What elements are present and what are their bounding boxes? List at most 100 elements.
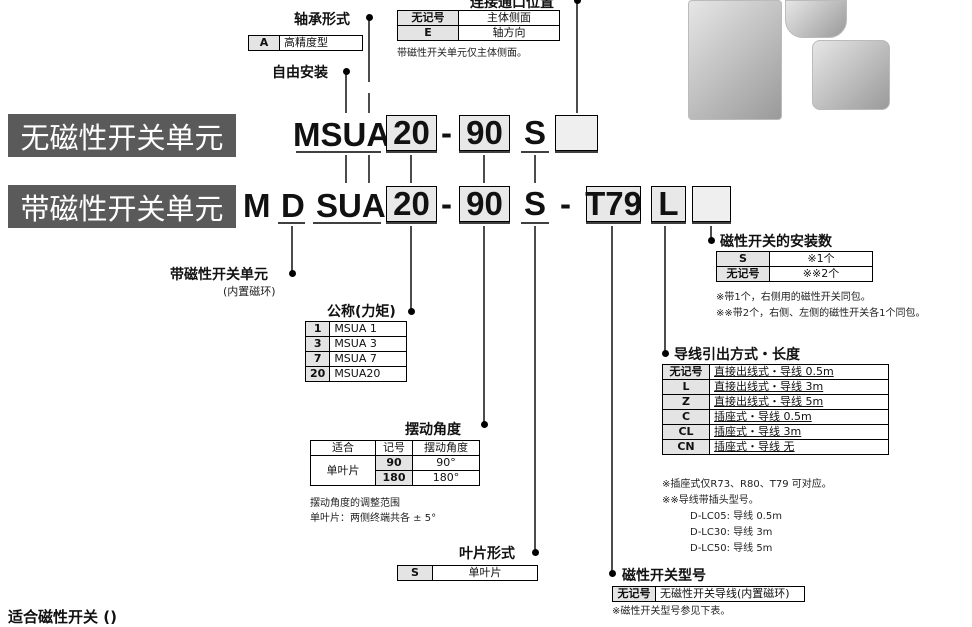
lead-note-1: ※插座式仅R73、R80、T79 可对应。 (662, 479, 832, 490)
rotation-head-2: 摆动角度 (412, 440, 480, 456)
rotation-title: 摆动角度 (405, 422, 461, 438)
rotation-note-2: 单叶片：两侧终端共各 ± 5° (310, 513, 437, 524)
port-note: 带磁性开关单元仅主体侧面。 (397, 48, 527, 59)
count-dot (708, 237, 715, 244)
rotation-table: 适合 记号 摆动角度 单叶片 90 90° 180 180° (310, 440, 480, 486)
vane-dot (532, 549, 539, 556)
lead-val-1: 直接出线式・导线 3m (709, 379, 889, 395)
count-table: S※1个 无记号※※2个 (716, 251, 873, 282)
rotation-note-1: 摆动角度的调整范围 (310, 498, 400, 509)
count-note-1: ※带1个，右侧用的磁性开关同包。 (716, 292, 871, 303)
product-photo-2 (785, 0, 847, 38)
row2-m: M (243, 187, 271, 224)
rotation-head-0: 适合 (310, 440, 376, 456)
port-dot (574, 0, 581, 4)
size-key-3: 20 (304, 366, 331, 382)
bearing-dot (366, 14, 373, 21)
rotation-key-1: 180 (375, 470, 413, 486)
lead-title: 导线引出方式・长度 (674, 347, 800, 363)
bearing-title: 轴承形式 (294, 12, 350, 28)
vane-key: S (397, 565, 433, 581)
count-val-1: ※※2个 (769, 266, 873, 282)
lead-key-1: L (662, 379, 710, 395)
lead-key-5: CN (662, 439, 710, 455)
bearing-key: A (248, 35, 280, 51)
count-key-0: S (716, 251, 770, 267)
switch-type-key: 无记号 (612, 586, 656, 602)
row2-lead-box: L (651, 185, 686, 222)
size-dot (408, 308, 415, 315)
row1-angle-box: 90 (459, 114, 510, 151)
row2-count-box (692, 186, 731, 222)
row2-angle-box: 90 (459, 185, 510, 222)
lead-key-0: 无记号 (662, 364, 710, 380)
switch-type-val: 无磁性开关导线(内置磁环) (655, 586, 805, 602)
magnetic-unit-dot (289, 270, 296, 277)
row2-sua: SUA (316, 187, 386, 224)
count-title: 磁性开关的安装数 (720, 234, 832, 250)
size-title: 公称(力矩) (327, 304, 396, 320)
rotation-key-0: 90 (375, 455, 413, 471)
row2-vane-box: S (521, 185, 549, 222)
row2-switch-box: T79 (585, 185, 642, 222)
size-val-3: MSUA20 (329, 366, 408, 382)
rotation-val-1: 180° (412, 470, 480, 486)
row2-d: D (281, 187, 305, 224)
lead-val-2: 直接出线式・导线 5m (709, 394, 889, 410)
row1-dash: - (441, 114, 452, 151)
lead-connector-1: D-LC30: 导线 3m (690, 527, 773, 538)
switch-type-dot (609, 570, 616, 577)
port-key-0: 无记号 (397, 10, 459, 26)
lead-key-2: Z (662, 394, 710, 410)
bearing-val: 高精度型 (279, 35, 363, 51)
lead-dot (662, 350, 669, 357)
port-val-1: 轴方向 (458, 25, 560, 41)
switch-type-table: 无记号无磁性开关导线(内置磁环) (612, 586, 805, 602)
free-mount-title: 自由安装 (272, 65, 328, 81)
vane-title: 叶片形式 (459, 546, 515, 562)
lead-val-3: 插座式・导线 0.5m (709, 409, 889, 425)
lead-note-2: ※※导线带插头型号。 (662, 495, 759, 506)
lead-connector-0: D-LC05: 导线 0.5m (690, 511, 782, 522)
lead-val-5: 插座式・导线 无 (709, 439, 889, 455)
rotation-applies: 单叶片 (310, 455, 376, 486)
rotation-head-1: 记号 (375, 440, 413, 456)
lead-val-4: 插座式・导线 3m (709, 424, 889, 440)
count-note-2: ※※带2个，右侧、左侧的磁性开关各1个同包。 (716, 308, 926, 319)
bottom-heading: 适合磁性开关 () (8, 608, 117, 626)
size-val-0: MSUA 1 (329, 321, 408, 337)
lead-val-0: 直接出线式・导线 0.5m (709, 364, 889, 380)
row1-port-box (555, 115, 598, 151)
lead-key-3: C (662, 409, 710, 425)
row1-size-box: 20 (386, 114, 437, 151)
lead-connector-2: D-LC50: 导线 5m (690, 543, 773, 554)
vane-val: 单叶片 (432, 565, 538, 581)
switch-type-note: ※磁性开关型号参见下表。 (612, 606, 731, 617)
banner-with-switch: 带磁性开关单元 (8, 185, 236, 228)
size-key-1: 3 (304, 336, 331, 352)
magnetic-unit-sub: (内置磁环) (223, 285, 276, 298)
size-val-2: MSUA 7 (329, 351, 408, 367)
size-key-0: 1 (304, 321, 331, 337)
port-title: 连接通口位置 (470, 0, 554, 11)
count-val-0: ※1个 (769, 251, 873, 267)
row2-dash2: - (560, 185, 571, 222)
free-mount-dot (343, 68, 350, 75)
row1-prefix: MSUA (293, 116, 391, 153)
switch-type-title: 磁性开关型号 (622, 568, 706, 584)
rotation-dot (481, 421, 488, 428)
port-val-0: 主体侧面 (458, 10, 560, 26)
port-key-1: E (397, 25, 459, 41)
banner-no-switch: 无磁性开关单元 (8, 114, 236, 157)
row1-vane-box: S (521, 114, 549, 151)
lead-key-4: CL (662, 424, 710, 440)
count-key-1: 无记号 (716, 266, 770, 282)
product-photo-3 (812, 40, 890, 110)
product-photo-1 (688, 0, 782, 120)
row2-size-box: 20 (386, 185, 437, 222)
